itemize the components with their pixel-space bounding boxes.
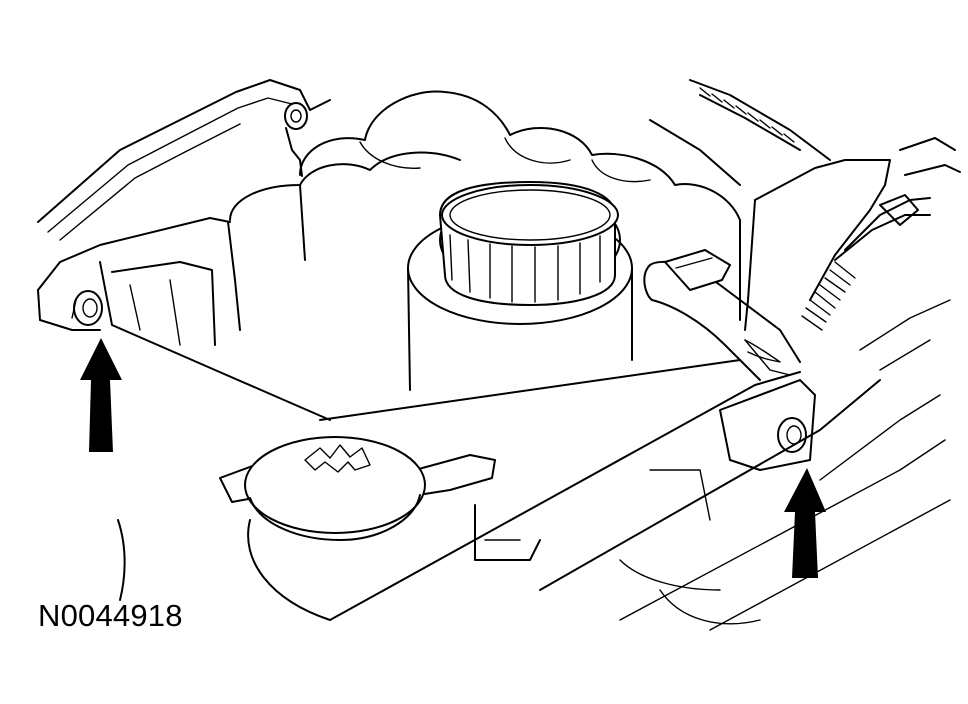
right-bracket	[719, 379, 816, 471]
left-fastener	[71, 290, 103, 326]
lower-structure	[117, 299, 951, 625]
crossbar	[319, 359, 951, 631]
valve-cover-edge	[37, 79, 331, 241]
hose	[643, 249, 801, 381]
upper-bolt	[284, 102, 308, 177]
figure-label: N0044918	[38, 598, 183, 633]
washer-neck	[247, 504, 541, 621]
right-fastener-arrow	[784, 468, 826, 578]
drive-belt	[649, 79, 831, 186]
left-fastener-arrow	[80, 338, 122, 452]
reservoir-cap	[407, 181, 633, 391]
washer-cap	[219, 436, 496, 541]
wiring-harness	[744, 137, 961, 331]
left-bracket	[37, 217, 331, 421]
reservoir-tank	[227, 90, 741, 331]
